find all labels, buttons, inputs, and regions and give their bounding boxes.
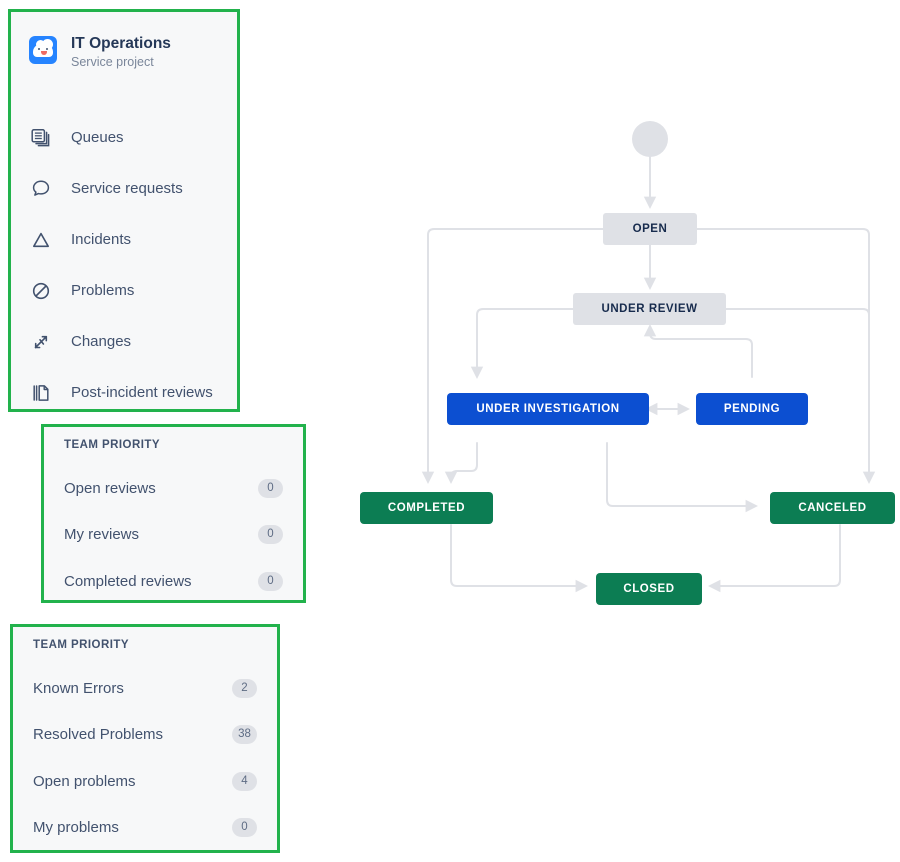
panel-rows: Open reviews 0 My reviews 0 Completed re… [44,465,303,605]
sidebar-item-service-requests[interactable]: Service requests [11,163,237,214]
list-item-label: Completed reviews [64,572,192,590]
sidebar-item-queues[interactable]: Queues [11,112,237,163]
workflow-node-open[interactable]: OPEN [603,213,697,245]
status-badge: 38 [232,725,257,745]
swap-arrows-icon [29,330,53,354]
panel-title: TEAM PRIORITY [33,639,129,651]
sidebar-item-changes[interactable]: Changes [11,316,237,367]
nav-list: Queues Service requests Incidents [11,112,237,418]
workflow-node-under-review[interactable]: UNDER REVIEW [573,293,726,325]
status-badge: 0 [232,818,257,838]
list-item-label: Known Errors [33,679,124,697]
workflow-connectors [421,154,876,593]
sidebar-item-incidents[interactable]: Incidents [11,214,237,265]
sidebar-item-post-incident-reviews[interactable]: Post-incident reviews [11,367,237,418]
sidebar-item-label: Incidents [71,231,132,248]
sidebar-item-problems[interactable]: Problems [11,265,237,316]
list-item-label: Open problems [33,772,136,790]
workflow-node-under-investigation[interactable]: UNDER INVESTIGATION [447,393,649,425]
list-item-label: Resolved Problems [33,726,164,744]
workflow-diagram: OPEN UNDER REVIEW UNDER INVESTIGATION PE… [330,100,900,620]
cloud-face-icon [29,36,57,64]
list-item[interactable]: My problems 0 [13,805,277,852]
project-name: IT Operations [71,35,171,52]
list-item[interactable]: Known Errors 2 [13,665,277,712]
project-type: Service project [71,55,154,69]
sidebar-item-label: Post-incident reviews [71,384,213,401]
status-badge: 0 [258,525,283,545]
workflow-node-closed[interactable]: CLOSED [596,573,702,605]
workflow-node-completed[interactable]: COMPLETED [360,492,493,524]
list-item[interactable]: Open problems 4 [13,758,277,805]
list-item[interactable]: Completed reviews 0 [44,558,303,605]
status-badge: 0 [258,478,283,498]
list-item-label: My reviews [64,526,140,544]
list-item[interactable]: Open reviews 0 [44,465,303,512]
queues-icon [29,126,53,150]
project-nav-panel: IT Operations Service project Queues [8,9,240,412]
list-item[interactable]: Resolved Problems 38 [13,712,277,759]
project-header[interactable]: IT Operations Service project [29,34,171,71]
status-badge: 4 [232,771,257,791]
speech-bubble-icon [29,177,53,201]
panel-title: TEAM PRIORITY [64,439,160,451]
status-badge: 0 [258,571,283,591]
copy-pages-icon [29,381,53,405]
list-item-label: Open reviews [64,479,156,497]
no-entry-icon [29,279,53,303]
workflow-node-canceled[interactable]: CANCELED [770,492,895,524]
status-badge: 2 [232,678,257,698]
sidebar-item-label: Changes [71,333,132,350]
start-circle [632,121,668,157]
panel-rows: Known Errors 2 Resolved Problems 38 Open… [13,665,277,851]
sidebar-item-label: Queues [71,129,124,146]
sidebar-item-label: Problems [71,282,135,299]
warning-triangle-icon [29,228,53,252]
sidebar-item-label: Service requests [71,180,183,197]
reviews-team-priority-panel: TEAM PRIORITY Open reviews 0 My reviews … [41,424,306,603]
workflow-node-pending[interactable]: PENDING [696,393,808,425]
list-item-label: My problems [33,819,119,837]
problems-team-priority-panel: TEAM PRIORITY Known Errors 2 Resolved Pr… [10,624,280,853]
list-item[interactable]: My reviews 0 [44,512,303,559]
